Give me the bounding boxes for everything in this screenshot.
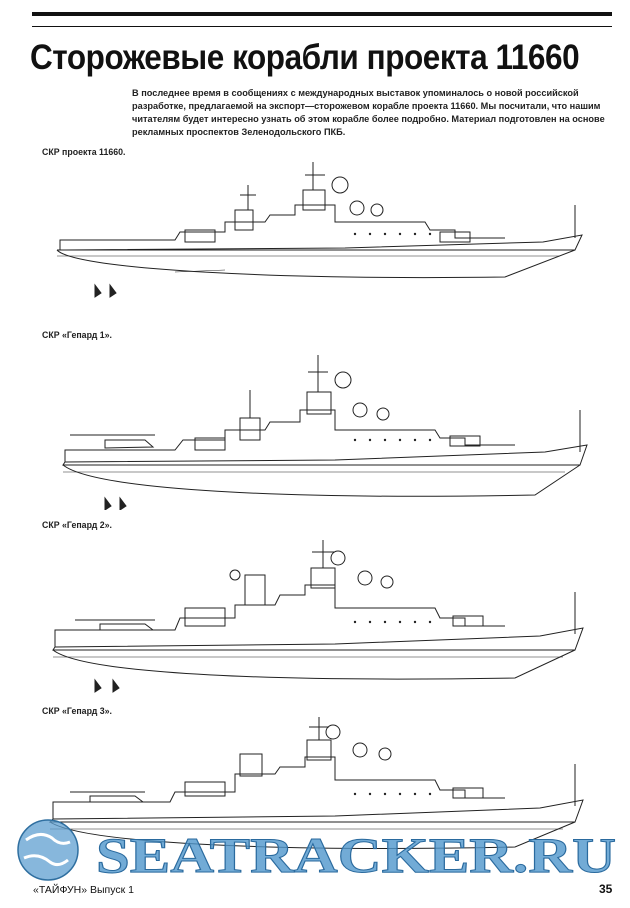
seatracker-watermark: SEATRACKER.RU — [0, 818, 630, 888]
ship-drawing-gepard-2 — [35, 530, 595, 700]
watermark-globe-icon — [17, 819, 79, 881]
footer-publication: «ТАЙФУН» Выпуск 1 — [33, 884, 134, 896]
intro-paragraph: В последнее время в сообщениях с междуна… — [132, 88, 605, 137]
figure-caption-2: СКР «Гепард 1». — [42, 330, 112, 340]
watermark-text: SEATRACKER.RU — [96, 827, 616, 883]
ship-drawing-gepard-3 — [35, 712, 595, 882]
figure-caption-4: СКР «Гепард 3». — [42, 706, 112, 716]
page-number: 35 — [599, 882, 613, 896]
figure-caption-3: СКР «Гепард 2». — [42, 520, 112, 530]
page-title: Сторожевые корабли проекта 11660 — [30, 38, 580, 77]
ship-drawing-gepard-1 — [35, 340, 595, 510]
figure-caption-1: СКР проекта 11660. — [42, 147, 126, 157]
ship-drawing-11660 — [35, 150, 595, 320]
top-rule — [32, 12, 612, 27]
